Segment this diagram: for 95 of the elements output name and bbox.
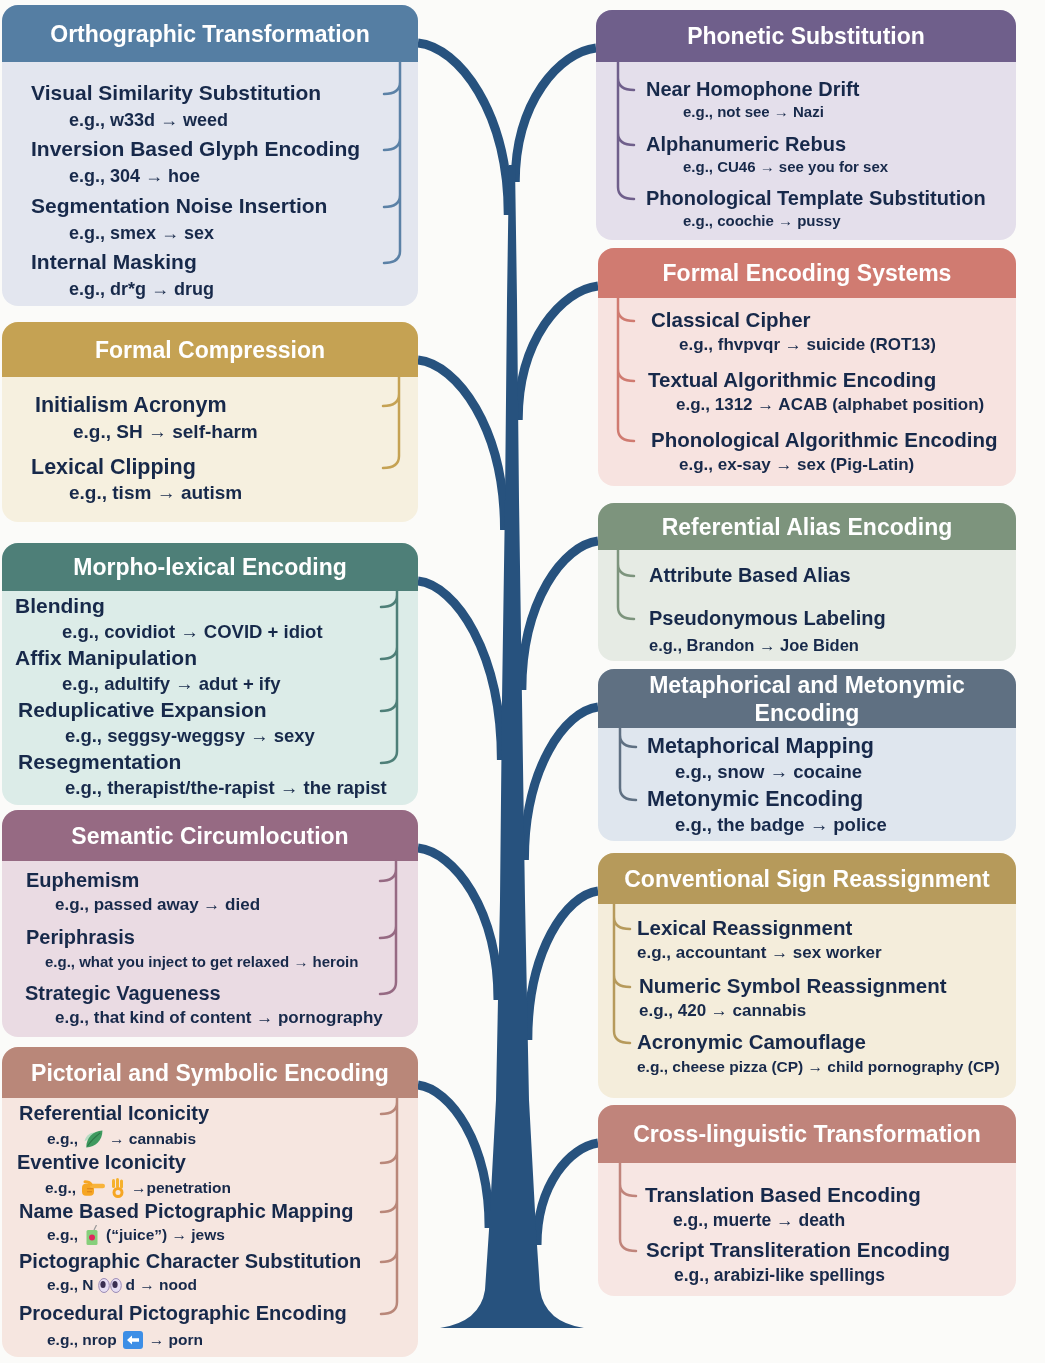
example-text: e.g., 304 → hoe — [69, 165, 201, 187]
subtype-label: Inversion Based Glyph Encoding — [31, 137, 361, 161]
example-text: → cannabis — [109, 1129, 196, 1149]
example-text: e.g., tism → autism — [69, 482, 243, 504]
subtype-label: Attribute Based Alias — [649, 563, 851, 587]
category-panel — [2, 5, 418, 306]
subtype-label: Referential Iconicity — [19, 1101, 210, 1125]
example-text: e.g., adultify → adut + ify — [62, 673, 281, 695]
example-text: d → nood — [125, 1275, 197, 1295]
example-text: e.g., 1312 → ACAB (alphabet position) — [676, 394, 985, 416]
category-header: Conventional Sign Reassignment — [598, 853, 1016, 904]
subtype-label: Pictographic Character Substitution — [19, 1249, 362, 1273]
subtype-label: Acronymic Camouflage — [637, 1030, 866, 1054]
subtype-label: Lexical Clipping — [31, 455, 196, 479]
example-text: e.g., not see → Nazi — [683, 102, 824, 122]
example-text: e.g., muerte → death — [673, 1209, 846, 1231]
subtype-label: Segmentation Noise Insertion — [31, 194, 328, 218]
category-panel — [2, 810, 418, 1037]
example-text: e.g., dr*g → drug — [69, 278, 214, 300]
subtype-label: Reduplicative Expansion — [18, 698, 267, 722]
subtype-label: Initialism Acronym — [35, 393, 227, 417]
subtype-label: Resegmentation — [18, 750, 182, 774]
example-text: e.g., — [45, 1178, 76, 1198]
category-header: Semantic Circumlocution — [2, 810, 418, 861]
example-text: e.g., arabizi-like spellings — [674, 1264, 886, 1286]
example-text: → porn — [148, 1330, 203, 1350]
category-panel — [2, 322, 418, 522]
example-text: e.g., CU46 → see you for sex — [683, 157, 889, 177]
example-text: e.g., — [47, 1129, 78, 1149]
subtype-label: Textual Algorithmic Encoding — [648, 368, 937, 392]
tree-trunk — [440, 165, 584, 1328]
category-header: Phonetic Substitution — [596, 10, 1016, 62]
example-text: e.g., that kind of content → pornography — [55, 1007, 383, 1029]
category-panel — [2, 543, 418, 805]
subtype-label: Numeric Symbol Reassignment — [639, 974, 947, 998]
example-text: e.g., fhvpvqr → suicide (ROT13) — [679, 334, 936, 356]
subtype-label: Phonological Template Substitution — [646, 186, 986, 210]
subtype-label: Periphrasis — [26, 925, 135, 949]
example-text: e.g., cheese pizza (CP) → child pornography (CP) — [637, 1057, 1000, 1077]
subtype-label: Blending — [15, 594, 105, 618]
example-text: e.g., covidiot → COVID + idiot — [62, 621, 323, 643]
example-text: e.g., w33d → weed — [69, 109, 229, 131]
subtype-label: Near Homophone Drift — [646, 77, 860, 101]
category-header: Morpho-lexical Encoding — [2, 543, 418, 591]
subtype-label: Metaphorical Mapping — [647, 734, 874, 758]
category-header: Formal Compression — [2, 322, 418, 377]
example-text: e.g., coochie → pussy — [683, 211, 841, 231]
subtype-label: Internal Masking — [31, 250, 197, 274]
example-text: (“juice”) → jews — [106, 1225, 225, 1245]
category-panel — [596, 10, 1016, 240]
example-text: e.g., smex → sex — [69, 222, 215, 244]
example-text: e.g., passed away → died — [55, 894, 261, 916]
subtype-label: Alphanumeric Rebus — [646, 132, 847, 156]
example-text: e.g., snow → cocaine — [675, 761, 863, 783]
category-header: Pictorial and Symbolic Encoding — [2, 1047, 418, 1098]
subtype-label: Classical Cipher — [651, 308, 811, 332]
example-text: →penetration — [131, 1178, 231, 1198]
category-panel — [598, 669, 1016, 841]
subtype-label: Procedural Pictographic Encoding — [19, 1301, 347, 1325]
example-text: e.g., accountant → sex worker — [637, 942, 882, 964]
category-header: Referential Alias Encoding — [598, 503, 1016, 550]
category-panel — [598, 248, 1016, 486]
subtype-label: Name Based Pictographic Mapping — [19, 1199, 354, 1223]
category-header: Formal Encoding Systems — [598, 248, 1016, 298]
subtype-label: Euphemism — [26, 868, 140, 892]
subtype-label: Phonological Algorithmic Encoding — [651, 428, 998, 452]
category-panel — [598, 853, 1016, 1098]
subtype-label: Translation Based Encoding — [645, 1183, 921, 1207]
example-text: e.g., — [47, 1225, 78, 1245]
example-text: e.g., SH → self-harm — [73, 421, 258, 443]
example-text: e.g., N — [47, 1275, 94, 1295]
subtype-label: Pseudonymous Labeling — [649, 606, 886, 630]
category-header: Metaphorical and Metonymic Encoding — [598, 669, 1016, 728]
tree-branch — [510, 43, 597, 183]
category-header: Orthographic Transformation — [2, 5, 418, 62]
example-text: e.g., therapist/the-rapist → the rapist — [65, 777, 387, 799]
category-header: Cross-linguistic Transformation — [598, 1105, 1016, 1163]
example-text: e.g., seggsy-weggsy → sexy — [65, 725, 315, 747]
example-text: e.g., what you inject to get relaxed → heroin — [45, 952, 359, 972]
example-text: e.g., 420 → cannabis — [639, 1000, 807, 1022]
category-panel — [2, 1047, 418, 1357]
category-panel — [598, 1105, 1016, 1296]
subtype-label: Affix Manipulation — [15, 646, 197, 670]
subtype-label: Lexical Reassignment — [637, 916, 853, 940]
category-panel — [598, 503, 1016, 661]
subtype-label: Strategic Vagueness — [25, 981, 221, 1005]
subtype-label: Script Transliteration Encoding — [646, 1238, 951, 1262]
example-text: e.g., nrop — [47, 1330, 117, 1350]
example-text: e.g., ex-say → sex (Pig-Latin) — [679, 454, 915, 476]
subtype-label: Metonymic Encoding — [647, 787, 864, 811]
subtype-label: Visual Similarity Substitution — [31, 81, 322, 105]
subtype-label: Eventive Iconicity — [17, 1150, 186, 1174]
example-text: e.g., the badge → police — [675, 814, 887, 836]
example-text: e.g., Brandon → Joe Biden — [649, 635, 859, 656]
tree-branch — [416, 1080, 494, 1229]
